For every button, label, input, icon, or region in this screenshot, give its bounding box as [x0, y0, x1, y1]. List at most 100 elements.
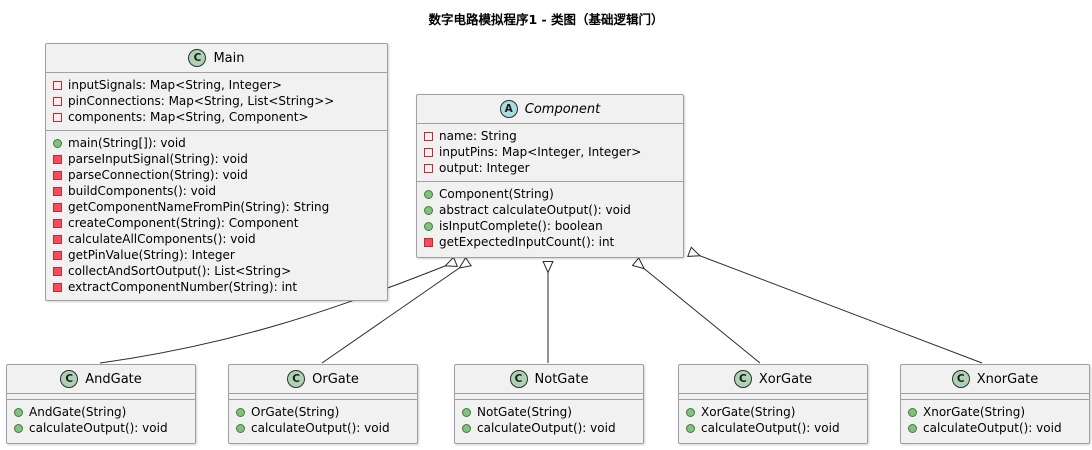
- method-row: abstract calculateOutput(): void: [424, 202, 677, 218]
- visibility-private-field-icon: [53, 112, 62, 122]
- method-row: XnorGate(String): [908, 404, 1083, 420]
- visibility-private-method-icon: [53, 202, 62, 212]
- method-row: NotGate(String): [462, 404, 637, 420]
- method-label: buildComponents(): void: [68, 184, 217, 198]
- attribute-label: components: Map<String, Component>: [68, 110, 309, 124]
- class-name-notgate: NotGate: [534, 371, 589, 387]
- method-label: collectAndSortOutput(): List<String>: [68, 264, 292, 278]
- class-name-orgate: OrGate: [312, 371, 359, 387]
- visibility-public-method-icon: [14, 423, 23, 433]
- visibility-private-field-icon: [53, 80, 62, 90]
- visibility-private-method-icon: [53, 186, 62, 196]
- visibility-private-field-icon: [424, 163, 433, 173]
- visibility-public-method-icon: [424, 221, 433, 231]
- method-label: getPinValue(String): Integer: [68, 248, 235, 262]
- visibility-private-method-icon: [53, 266, 62, 276]
- method-row: getComponentNameFromPin(String): String: [53, 199, 381, 215]
- methods-compartment-xnorgate: XnorGate(String)calculateOutput(): void: [901, 400, 1089, 441]
- method-row: calculateOutput(): void: [908, 420, 1083, 436]
- method-label: getComponentNameFromPin(String): String: [68, 200, 330, 214]
- visibility-public-method-icon: [53, 138, 62, 148]
- attribute-row: components: Map<String, Component>: [53, 109, 381, 125]
- attribute-label: pinConnections: Map<String, List<String>…: [68, 94, 335, 108]
- method-label: XorGate(String): [701, 405, 796, 419]
- class-box-main[interactable]: C Main inputSignals: Map<String, Integer> p…: [45, 43, 388, 301]
- attribute-row: output: Integer: [424, 160, 677, 176]
- method-row: calculateAllComponents(): void: [53, 231, 381, 247]
- method-row: OrGate(String): [236, 404, 411, 420]
- visibility-public-method-icon: [908, 423, 917, 433]
- visibility-public-method-icon: [424, 205, 433, 215]
- visibility-private-method-icon: [53, 282, 62, 292]
- class-header-xnorgate: C XnorGate: [901, 365, 1089, 394]
- attributes-compartment-notgate: [455, 394, 643, 400]
- methods-compartment-component: Component(String) abstract calculateOutpu…: [417, 182, 683, 255]
- method-row: collectAndSortOutput(): List<String>: [53, 263, 381, 279]
- methods-compartment-main: main(String[]): void parseInputSignal(Str…: [46, 131, 387, 300]
- method-label: parseInputSignal(String): void: [68, 152, 248, 166]
- method-label: abstract calculateOutput(): void: [439, 203, 631, 217]
- edge-xorgate-component: [636, 262, 761, 364]
- method-label: main(String[]): void: [68, 136, 186, 150]
- methods-compartment-notgate: NotGate(String)calculateOutput(): void: [455, 400, 643, 441]
- method-label: calculateOutput(): void: [251, 421, 390, 435]
- attribute-label: output: Integer: [439, 161, 530, 175]
- class-header-orgate: C OrGate: [229, 365, 417, 394]
- class-icon: C: [951, 370, 970, 388]
- method-row: buildComponents(): void: [53, 183, 381, 199]
- method-label: createComponent(String): Component: [68, 216, 299, 230]
- class-icon: C: [188, 49, 207, 67]
- visibility-public-method-icon: [236, 407, 245, 417]
- visibility-private-field-icon: [424, 147, 433, 157]
- method-label: Component(String): [439, 187, 554, 201]
- methods-compartment-andgate: AndGate(String)calculateOutput(): void: [7, 400, 195, 441]
- method-row: createComponent(String): Component: [53, 215, 381, 231]
- visibility-private-method-icon: [53, 218, 62, 228]
- method-row: main(String[]): void: [53, 135, 381, 151]
- method-row: calculateOutput(): void: [236, 420, 411, 436]
- class-header-main: C Main: [46, 44, 387, 73]
- method-row: isInputComplete(): boolean: [424, 218, 677, 234]
- visibility-public-method-icon: [236, 423, 245, 433]
- method-label: extractComponentNumber(String): int: [68, 280, 298, 294]
- method-label: parseConnection(String): void: [68, 168, 248, 182]
- method-row: calculateOutput(): void: [462, 420, 637, 436]
- class-name-main: Main: [213, 50, 245, 66]
- class-icon: C: [287, 370, 306, 388]
- attribute-label: inputSignals: Map<String, Integer>: [68, 78, 282, 92]
- visibility-private-field-icon: [53, 96, 62, 106]
- class-icon: C: [60, 370, 79, 388]
- attribute-row: name: String: [424, 128, 677, 144]
- method-row: AndGate(String): [14, 404, 189, 420]
- method-label: isInputComplete(): boolean: [439, 219, 603, 233]
- visibility-private-field-icon: [424, 131, 433, 141]
- method-row: Component(String): [424, 186, 677, 202]
- method-row: getPinValue(String): Integer: [53, 247, 381, 263]
- visibility-public-method-icon: [14, 407, 23, 417]
- method-label: calculateOutput(): void: [701, 421, 840, 435]
- visibility-private-method-icon: [424, 237, 433, 247]
- visibility-public-method-icon: [424, 189, 433, 199]
- methods-compartment-orgate: OrGate(String) calculateOutput(): void: [229, 400, 417, 441]
- visibility-public-method-icon: [462, 407, 471, 417]
- class-name-xnorgate: XnorGate: [976, 371, 1039, 387]
- method-label: calculateOutput(): void: [29, 421, 168, 435]
- method-label: calculateAllComponents(): void: [68, 232, 256, 246]
- method-label: OrGate(String): [251, 405, 340, 419]
- page-title: 数字电路模拟程序1 - 类图（基础逻辑门）: [428, 12, 664, 27]
- visibility-public-method-icon: [686, 423, 695, 433]
- attribute-row: inputSignals: Map<String, Integer>: [53, 77, 381, 93]
- class-name-xorgate: XorGate: [758, 371, 813, 387]
- visibility-public-method-icon: [462, 423, 471, 433]
- visibility-public-method-icon: [908, 407, 917, 417]
- visibility-private-method-icon: [53, 170, 62, 180]
